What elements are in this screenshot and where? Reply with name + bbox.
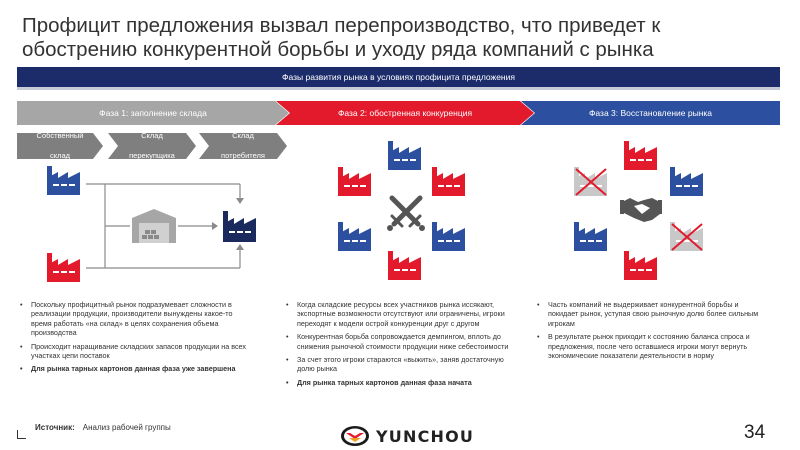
bullet-item: Когда складские ресурсы всех участников … [284, 300, 514, 328]
bullet-item: В результате рынок приходит к состоянию … [535, 332, 767, 360]
bullet-item: За счет этого игроки стараются «выжить»,… [284, 355, 514, 374]
warehouse-step-reseller-line2: перекупщика [129, 151, 175, 160]
phase-3-bullets: Часть компаний не выдерживает конкурентн… [535, 300, 767, 364]
factory-icon [624, 251, 657, 280]
phase-1-header: Фаза 1: заполнение склада [17, 101, 289, 125]
warehouse-step-reseller-line1: Склад [141, 131, 163, 140]
warehouse-step-own: Собственный склад [17, 133, 103, 159]
logo-text: YUNCHOU [376, 426, 475, 446]
title-line-1: Профицит предложения вызвал перепроизвод… [22, 14, 661, 37]
source-text: Анализ рабочей группы [82, 423, 171, 432]
bullet-item: Для рынка тарных картонов данная фаза на… [284, 378, 514, 388]
source-note: Источник: Анализ рабочей группы [35, 423, 171, 432]
factory-icon [223, 211, 256, 242]
phase-2-header: Фаза 2: обостренная конкуренция [276, 101, 534, 125]
company-logo: YUNCHOU [340, 424, 474, 448]
crossed-swords-icon [387, 195, 425, 231]
corner-mark [17, 430, 26, 439]
logo-emblem-icon [341, 426, 369, 446]
slide-title: Профицит предложения вызвал перепроизвод… [22, 14, 742, 62]
warehouse-step-consumer-line1: Склад [232, 131, 254, 140]
supply-flow-connectors [86, 183, 244, 269]
factory-icon [47, 166, 80, 195]
factory-icon [338, 167, 371, 196]
factory-icon [670, 167, 703, 196]
factory-icon [432, 222, 465, 251]
factory-icon [388, 141, 421, 170]
factory-icon [388, 251, 421, 280]
bullet-item: Происходит наращивание складских запасов… [18, 342, 255, 361]
factory-icon [338, 222, 371, 251]
title-line-2: обострению конкурентной борьбы и уходу р… [22, 38, 654, 61]
factory-icon [47, 253, 80, 282]
cross-mark-icon [671, 223, 703, 251]
page-number: 34 [744, 422, 766, 443]
warehouse-step-consumer: Склад потребителя [199, 133, 287, 159]
bullet-item: Конкурентная борьба сопровождается демпи… [284, 332, 514, 351]
phases-banner: Фазы развития рынка в условиях профицита… [17, 67, 780, 90]
bullet-item: Для рынка тарных картонов данная фаза уж… [18, 364, 255, 374]
phase-3-header: Фаза 3: Восстановление рынка [521, 101, 780, 125]
bullet-item: Поскольку профицитный рынок подразумевае… [18, 300, 255, 338]
factory-icon [432, 167, 465, 196]
cross-mark-icon [575, 168, 607, 196]
phase-1-bullets: Поскольку профицитный рынок подразумевае… [18, 300, 255, 378]
handshake-icon [620, 198, 662, 222]
warehouse-step-own-line2: склад [49, 151, 71, 160]
warehouse-step-consumer-line2: потребителя [221, 151, 265, 160]
warehouse-step-own-line1: Собственный [36, 131, 84, 140]
factory-icon [574, 222, 607, 251]
phase-2-bullets: Когда складские ресурсы всех участников … [284, 300, 514, 391]
source-label: Источник: [35, 423, 75, 432]
factory-icon [624, 141, 657, 170]
warehouse-step-reseller: Склад перекупщика [108, 133, 196, 159]
bullet-item: Часть компаний не выдерживает конкурентн… [535, 300, 767, 328]
warehouse-icon [132, 209, 176, 243]
